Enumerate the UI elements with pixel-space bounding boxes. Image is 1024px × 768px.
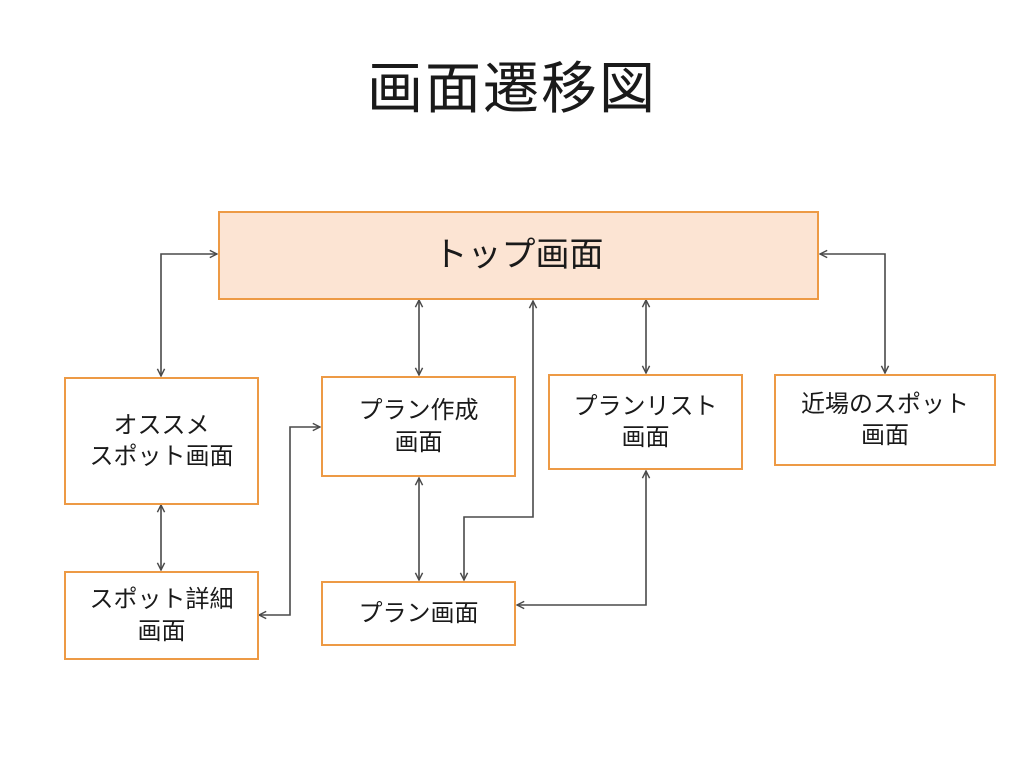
- spot-detail-screen-label: スポット詳細 画面: [89, 585, 234, 645]
- plan-create-screen-label: プラン作成 画面: [358, 396, 479, 456]
- connector-spot-detail-plan-create: [259, 427, 320, 615]
- top-screen-label: トップ画面: [433, 235, 604, 276]
- recommended-spot-screen-label: オススメ スポット画面: [89, 410, 234, 470]
- connector-top-nearby: [820, 254, 885, 373]
- plan-screen-label: プラン画面: [358, 598, 479, 627]
- spot-detail-screen-box: スポット詳細 画面: [64, 571, 259, 660]
- connector-plan-top: [464, 301, 533, 580]
- top-screen-box: トップ画面: [218, 211, 819, 300]
- plan-list-screen-label: プランリスト 画面: [573, 391, 718, 451]
- plan-screen-box: プラン画面: [321, 581, 516, 646]
- plan-list-screen-box: プランリスト 画面: [548, 374, 743, 470]
- nearby-spot-screen-box: 近場のスポット 画面: [774, 374, 996, 466]
- plan-create-screen-box: プラン作成 画面: [321, 376, 516, 477]
- recommended-spot-screen-box: オススメ スポット画面: [64, 377, 259, 505]
- connector-top-osusume: [161, 254, 217, 376]
- page-title: 画面遷移図: [367, 57, 657, 122]
- nearby-spot-screen-label: 近場のスポット 画面: [801, 389, 969, 449]
- connector-plan-plan-list: [517, 471, 646, 605]
